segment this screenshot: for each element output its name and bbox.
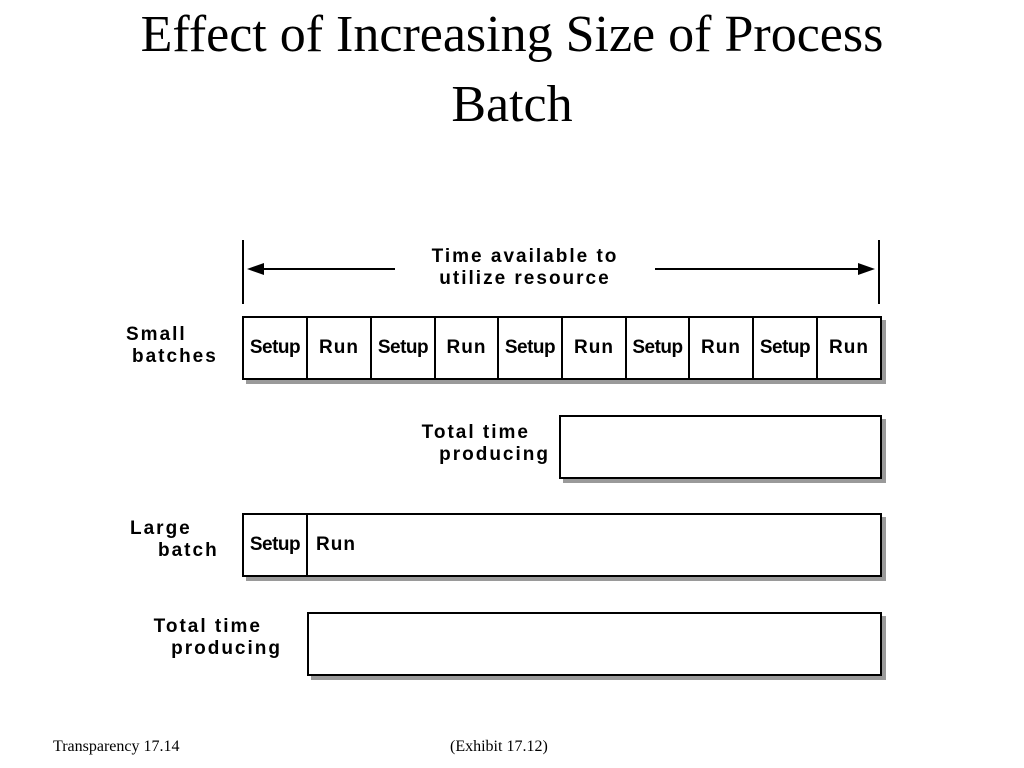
small-batch-run-segment: Run xyxy=(690,318,754,378)
small-batch-run-segment: Run xyxy=(308,318,372,378)
small-batch-setup-segment: Setup xyxy=(244,318,308,378)
small-batches-label: Small batches xyxy=(126,324,218,368)
small-batch-setup-segment: Setup xyxy=(372,318,436,378)
footer-transparency: Transparency 17.14 xyxy=(53,738,180,755)
small-batches-line-2: batches xyxy=(132,346,218,367)
large-batch-line-2: batch xyxy=(158,540,219,561)
large-batch-bar: Setup Run xyxy=(242,513,882,577)
small-batch-run-segment: Run xyxy=(436,318,499,378)
small-total-line-1: Total time xyxy=(421,422,530,443)
large-total-label: Total time producing xyxy=(112,616,282,660)
time-available-label: Time available to utilize resource xyxy=(395,246,655,290)
slide-title: Effect of Increasing Size of Process Bat… xyxy=(0,0,1024,140)
title-line-2: Batch xyxy=(451,76,573,133)
small-batches-line-1: Small xyxy=(126,324,187,345)
small-batches-bar: Setup Run Setup Run Setup Run Setup Run … xyxy=(242,316,882,380)
large-total-line-1: Total time xyxy=(153,616,262,637)
large-batch-label: Large batch xyxy=(130,518,219,562)
large-total-bar xyxy=(307,612,882,676)
large-total-line-2: producing xyxy=(171,638,282,659)
arrow-head-right xyxy=(858,263,875,275)
arrow-head-left xyxy=(247,263,264,275)
title-line-1: Effect of Increasing Size of Process xyxy=(140,6,884,63)
small-total-line-2: producing xyxy=(439,444,550,465)
large-batch-line-1: Large xyxy=(130,518,192,539)
small-batch-setup-segment: Setup xyxy=(754,318,818,378)
small-total-bar xyxy=(559,415,882,479)
small-batch-setup-segment: Setup xyxy=(499,318,563,378)
large-batch-run-segment: Run xyxy=(316,534,356,555)
time-available-line-1: Time available to xyxy=(431,246,619,267)
footer-exhibit: (Exhibit 17.12) xyxy=(450,738,548,755)
small-batch-run-segment: Run xyxy=(829,337,869,358)
large-batch-setup-segment: Setup xyxy=(244,515,308,575)
time-available-line-2: utilize resource xyxy=(439,268,611,289)
small-batch-run-segment: Run xyxy=(563,318,627,378)
small-total-label: Total time producing xyxy=(380,422,550,466)
small-batch-setup-segment: Setup xyxy=(627,318,690,378)
